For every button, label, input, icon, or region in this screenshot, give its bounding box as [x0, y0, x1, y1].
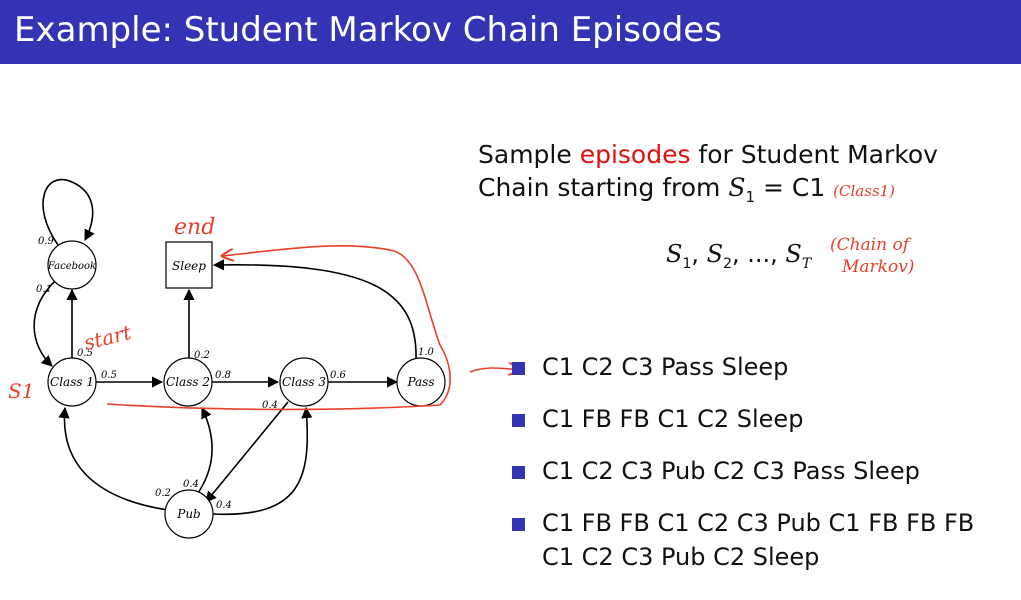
node-class1-label: Class 1: [50, 375, 94, 389]
handwritten-end: end: [174, 215, 215, 240]
node-sleep-label: Sleep: [172, 259, 206, 273]
seq-note-line1: (Chain of: [830, 235, 910, 255]
prob-class2-sleep: 0.2: [194, 350, 210, 361]
episode-item: C1 C2 C3 Pub C2 C3 Pass Sleep: [512, 454, 1012, 488]
sample-prefix: Sample: [478, 140, 580, 169]
state-sequence: S1, S2, ..., ST: [666, 240, 812, 272]
node-pub: [164, 489, 214, 539]
bullet-icon: [512, 362, 525, 375]
edge-facebook-self: [42, 179, 95, 246]
prob-class1-class2: 0.5: [101, 370, 117, 381]
seq-note-line2: Markov): [842, 257, 915, 277]
prob-class1-facebook: 0.5: [77, 348, 93, 359]
episode-item: C1 C2 C3 Pass Sleep: [512, 350, 1012, 384]
node-sleep: [165, 241, 213, 289]
prob-class2-class3: 0.8: [215, 370, 231, 381]
title-bar: Example: Student Markov Chain Episodes: [0, 0, 1021, 64]
edge-class3-pub: [205, 401, 289, 503]
node-facebook-label: Facebook: [47, 261, 96, 272]
node-class3: [279, 357, 329, 407]
node-class2-label: Class 2: [166, 375, 210, 389]
node-class2: [163, 357, 213, 407]
edge-pass-sleep: [212, 259, 417, 361]
prob-class3-pass: 0.6: [330, 370, 347, 381]
prob-facebook-self: 0.9: [38, 236, 55, 247]
handwritten-start: start: [81, 320, 134, 355]
bullet-icon: [512, 414, 525, 427]
prob-class3-pub: 0.4: [262, 400, 278, 411]
sample-equals: = C1: [755, 173, 826, 202]
prob-facebook-class1: 0.1: [36, 284, 52, 295]
episode-text: C1 C2 C3 Pass Sleep: [542, 353, 789, 381]
sample-handwritten-note: (Class1): [833, 182, 896, 200]
edge-pub-class2: [195, 406, 213, 497]
sample-state: S: [728, 173, 746, 202]
seq-sub-2: 2: [723, 255, 733, 272]
seq-s-1: S: [666, 240, 683, 268]
bullet-icon: [512, 466, 525, 479]
node-class1: [47, 357, 97, 407]
node-class3-label: Class 3: [282, 375, 326, 389]
handwritten-s1: S1: [8, 379, 34, 403]
episodes-list: C1 C2 C3 Pass Sleep C1 FB FB C1 C2 Sleep…: [512, 350, 1012, 592]
seq-sub-1: 1: [682, 255, 692, 272]
prob-pub-class3: 0.4: [216, 500, 232, 511]
seq-s-2: S: [706, 240, 724, 268]
sample-episodes-text: Sample episodes for Student Markov Chain…: [478, 138, 998, 214]
prob-pub-class2: 0.4: [183, 479, 199, 490]
episode-text: C1 FB FB C1 C2 Sleep: [542, 405, 804, 433]
episode-item: C1 FB FB C1 C2 Sleep: [512, 402, 1012, 436]
episode-item: C1 FB FB C1 C2 C3 Pub C1 FB FB FB C1 C2 …: [512, 506, 1012, 574]
episode-text: C1 C2 C3 Pub C2 C3 Pass Sleep: [542, 457, 920, 485]
sample-state-sub: 1: [745, 188, 756, 206]
edge-pub-class3: [212, 406, 313, 516]
handwritten-episode-path: [106, 244, 451, 411]
edge-facebook-class1: [33, 279, 57, 367]
sample-highlight: episodes: [579, 140, 691, 169]
node-pass-label: Pass: [406, 375, 434, 389]
prob-pub-class1: 0.2: [155, 488, 171, 499]
node-facebook: [47, 240, 97, 290]
episode-text: C1 FB FB C1 C2 C3 Pub C1 FB FB FB C1 C2 …: [542, 509, 975, 571]
slide-title: Example: Student Markov Chain Episodes: [14, 10, 722, 50]
seq-s-t: S: [785, 240, 802, 268]
node-pub-label: Pub: [176, 507, 200, 521]
bullet-icon: [512, 518, 525, 531]
seq-sub-t: T: [801, 255, 812, 272]
sample-middle: for Student Markov Chain starting from: [478, 140, 938, 202]
prob-pass-sleep: 1.0: [418, 347, 435, 358]
sequence-handwritten-note: (Chain of Markov): [830, 234, 914, 278]
edge-pub-class1: [58, 406, 169, 511]
